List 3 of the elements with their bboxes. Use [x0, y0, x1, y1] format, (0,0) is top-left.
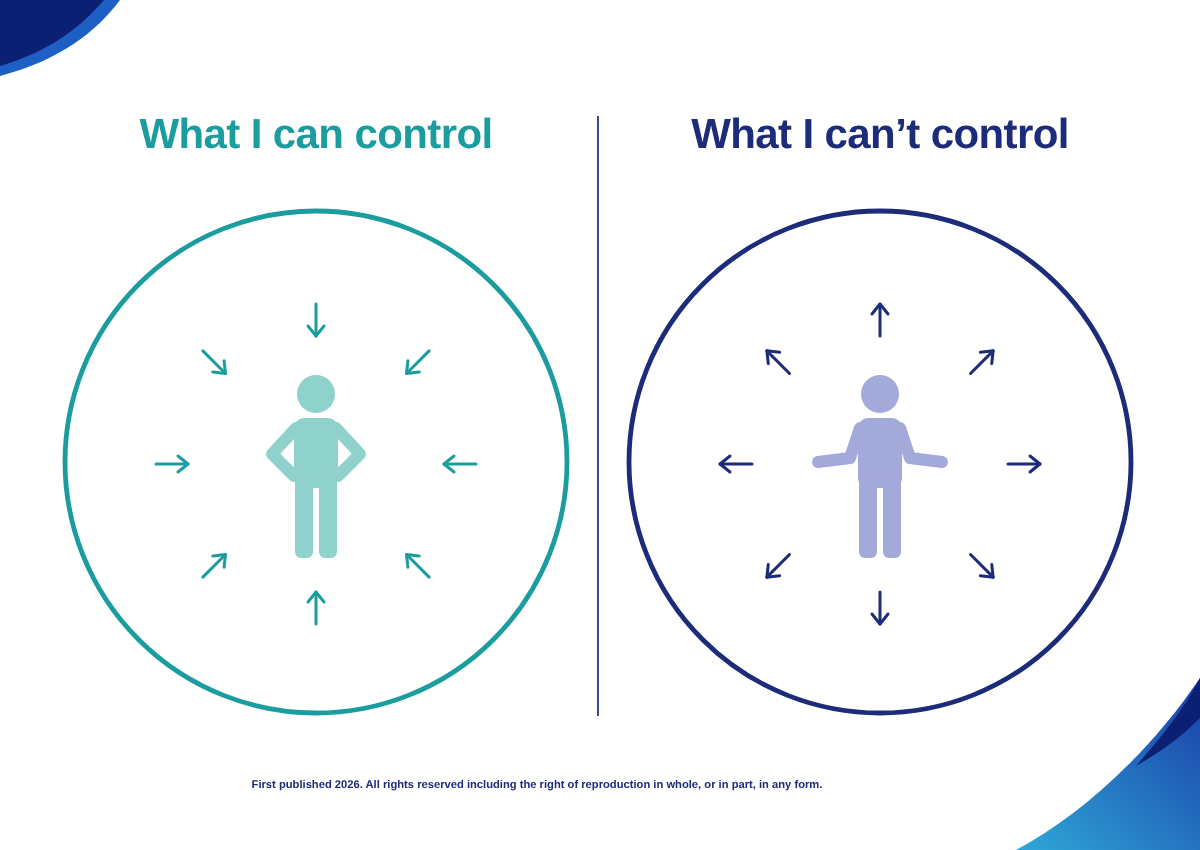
- heading: What I can control: [137, 110, 495, 162]
- person-figure: [808, 374, 952, 558]
- heading: What I can’t control: [689, 110, 1071, 162]
